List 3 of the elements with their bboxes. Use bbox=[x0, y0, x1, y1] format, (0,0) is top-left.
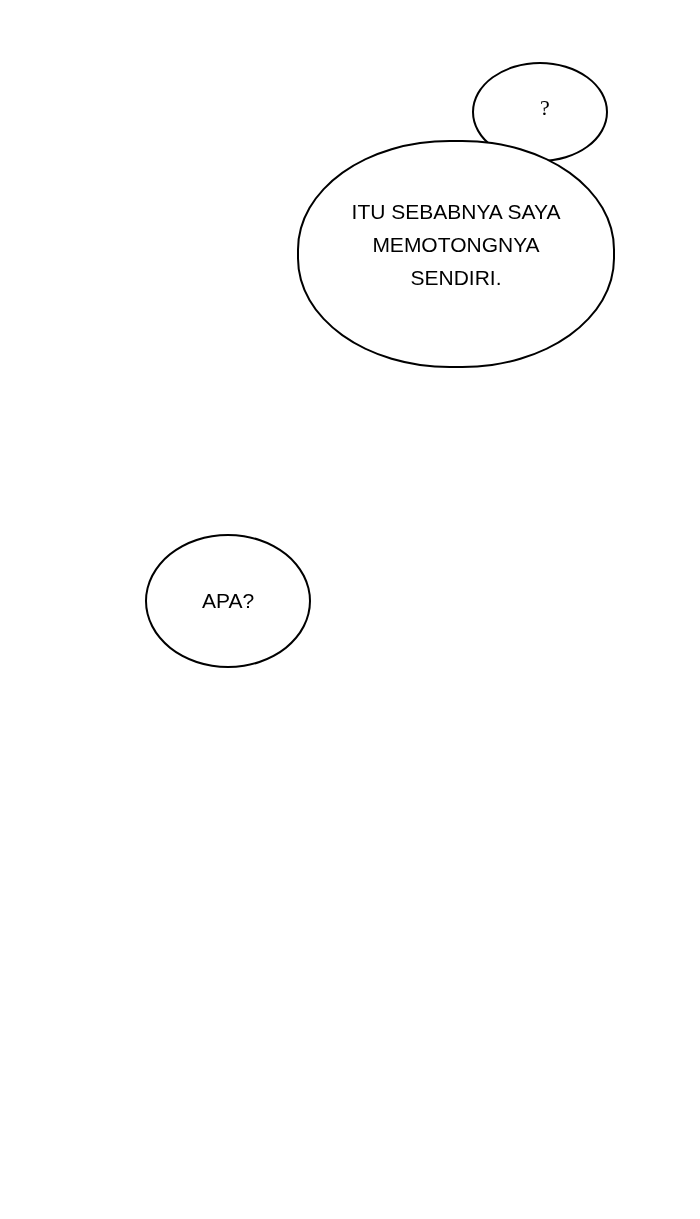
speech-text: ITU SEBABNYA SAYA MEMOTONGNYA SENDIRI. bbox=[350, 198, 562, 291]
speech-text: APA? bbox=[201, 588, 255, 615]
speech-text: ? bbox=[539, 93, 550, 122]
